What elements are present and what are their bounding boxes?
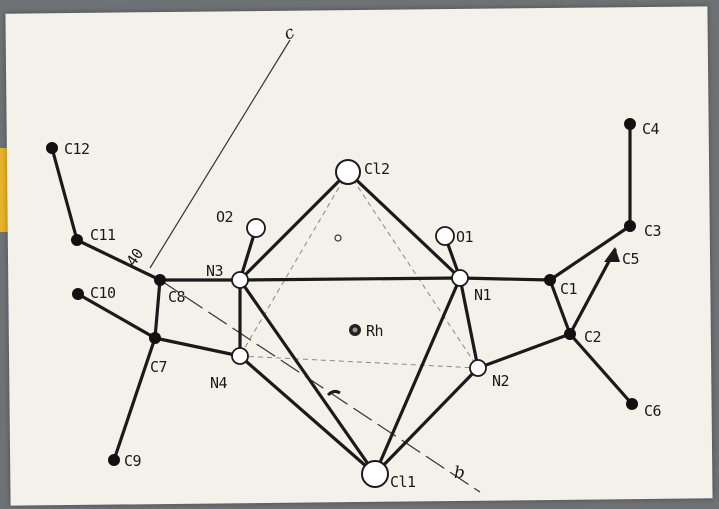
label-cl2: Cl2 bbox=[364, 160, 390, 178]
label-rh: Rh bbox=[366, 322, 383, 340]
nitrogen-atoms bbox=[231, 269, 487, 377]
atom-c8 bbox=[154, 274, 166, 286]
atom-n1 bbox=[451, 269, 469, 287]
atom-c1 bbox=[544, 274, 556, 286]
label-c5: C5 bbox=[622, 250, 639, 268]
tilde-mark bbox=[326, 389, 341, 397]
atom-c2 bbox=[564, 328, 576, 340]
atom-c11 bbox=[71, 234, 83, 246]
label-c3: C3 bbox=[644, 222, 661, 240]
label-c8: C8 bbox=[168, 288, 186, 306]
atom-c6 bbox=[626, 398, 638, 410]
label-n2: N2 bbox=[492, 372, 509, 390]
label-n3: N3 bbox=[206, 262, 223, 280]
label-axis-c: c bbox=[281, 22, 299, 44]
chlorine-atoms bbox=[335, 159, 389, 488]
atom-cl2 bbox=[335, 159, 361, 185]
atom-c4 bbox=[624, 118, 636, 130]
oxygen-atoms bbox=[246, 218, 455, 246]
atom-c12 bbox=[46, 142, 58, 154]
label-c9: C9 bbox=[124, 452, 142, 470]
label-n1: N1 bbox=[474, 286, 492, 304]
atom-o1 bbox=[435, 226, 455, 246]
atom-cl1 bbox=[361, 460, 389, 488]
atom-c9 bbox=[108, 454, 120, 466]
atom-n2 bbox=[469, 359, 487, 377]
arrow-head-c5 bbox=[604, 247, 620, 262]
label-c12: C12 bbox=[64, 140, 90, 158]
label-o2: O2 bbox=[216, 208, 233, 226]
axis-b-line bbox=[159, 279, 481, 493]
atom-n3 bbox=[231, 271, 249, 289]
label-c6: C6 bbox=[644, 402, 662, 420]
carbon-atoms bbox=[46, 118, 638, 466]
atom-c10 bbox=[72, 288, 84, 300]
label-c4: C4 bbox=[642, 120, 660, 138]
label-axis-b: b bbox=[454, 463, 465, 483]
label-cl1: Cl1 bbox=[390, 473, 416, 491]
label-c2: C2 bbox=[584, 328, 601, 346]
atom-c3 bbox=[624, 220, 636, 232]
atom-n4 bbox=[231, 347, 249, 365]
atom-c7 bbox=[149, 332, 161, 344]
annotation-40: 40 bbox=[123, 245, 148, 270]
label-c7: C7 bbox=[150, 358, 167, 376]
atom-o2 bbox=[246, 218, 266, 238]
label-c1: C1 bbox=[560, 280, 578, 298]
label-o1: O1 bbox=[456, 228, 474, 246]
label-n4: N4 bbox=[210, 374, 228, 392]
rh-atom-highlight bbox=[352, 327, 358, 333]
small-circle-mark bbox=[334, 234, 342, 242]
label-c11: C11 bbox=[90, 226, 116, 244]
axis-c-line bbox=[149, 39, 291, 269]
dashed-bonds bbox=[239, 171, 479, 369]
label-c10: C10 bbox=[90, 284, 116, 302]
